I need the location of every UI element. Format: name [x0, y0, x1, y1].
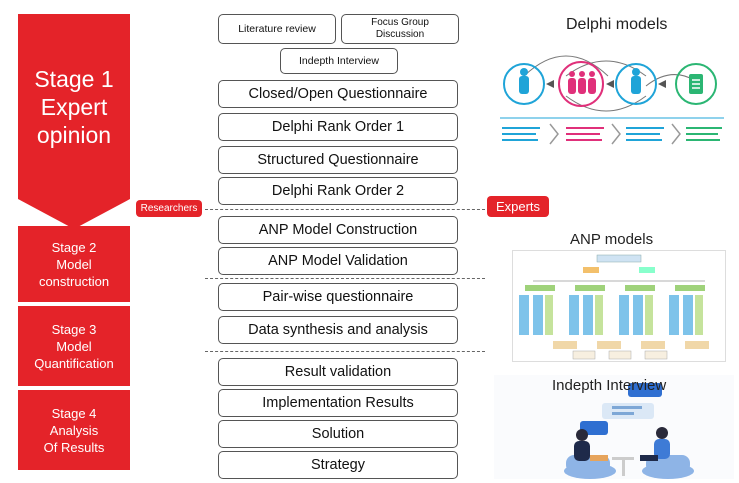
- researchers-tag: Researchers: [136, 200, 202, 217]
- experts-tag: Experts: [487, 196, 549, 217]
- stage-2-line-2: Model: [56, 256, 92, 272]
- anp-models-title: ANP models: [570, 231, 654, 248]
- stage-4-line-3: Of Results: [43, 439, 105, 455]
- divider-line: [205, 209, 485, 210]
- delphi-models-illustration: [496, 36, 728, 164]
- interview-title: Indepth Interview: [552, 377, 667, 394]
- stage-3-line-3: Quantification: [34, 355, 114, 371]
- step-box: Strategy: [218, 451, 458, 479]
- stage-3-block: Stage 3 Model Quantification: [18, 306, 130, 386]
- stage-1-line-2: Expert: [40, 93, 108, 120]
- stage-2-line-3: construction: [38, 273, 110, 289]
- stage-1-block: Stage 1 Expert opinion: [18, 14, 130, 199]
- stage-4-line-1: Stage 4: [51, 405, 97, 421]
- step-box: Delphi Rank Order 1: [218, 113, 458, 141]
- step-box: Pair-wise questionnaire: [218, 283, 458, 311]
- stage-3-line-1: Stage 3: [51, 321, 97, 337]
- step-box: Data synthesis and analysis: [218, 316, 458, 344]
- step-box: Structured Questionnaire: [218, 146, 458, 174]
- delphi-models-title: Delphi models: [566, 16, 668, 33]
- step-box: Delphi Rank Order 2: [218, 177, 458, 205]
- literature-review-box: Literature review: [218, 14, 336, 44]
- focus-group-box: Focus Group Discussion: [341, 14, 459, 44]
- stage-4-line-2: Analysis: [49, 422, 99, 438]
- indepth-interview-box: Indepth Interview: [280, 48, 398, 74]
- stage-4-block: Stage 4 Analysis Of Results: [18, 390, 130, 470]
- divider-line: [205, 278, 485, 279]
- stage-1-arrow: [18, 199, 130, 229]
- anp-models-illustration: [512, 250, 726, 362]
- stage-1-line-1: Stage 1: [34, 65, 114, 92]
- step-box: ANP Model Validation: [218, 247, 458, 275]
- stage-2-line-1: Stage 2: [51, 239, 97, 255]
- step-box: Solution: [218, 420, 458, 448]
- divider-line: [205, 351, 485, 352]
- step-box: Result validation: [218, 358, 458, 386]
- step-box: Implementation Results: [218, 389, 458, 417]
- interview-panel: Indepth Interview: [494, 375, 734, 479]
- stage-2-block: Stage 2 Model construction: [18, 226, 130, 302]
- stage-1-line-3: opinion: [36, 121, 112, 148]
- stage-3-line-2: Model: [56, 338, 92, 354]
- step-box: ANP Model Construction: [218, 216, 458, 244]
- step-box: Closed/Open Questionnaire: [218, 80, 458, 108]
